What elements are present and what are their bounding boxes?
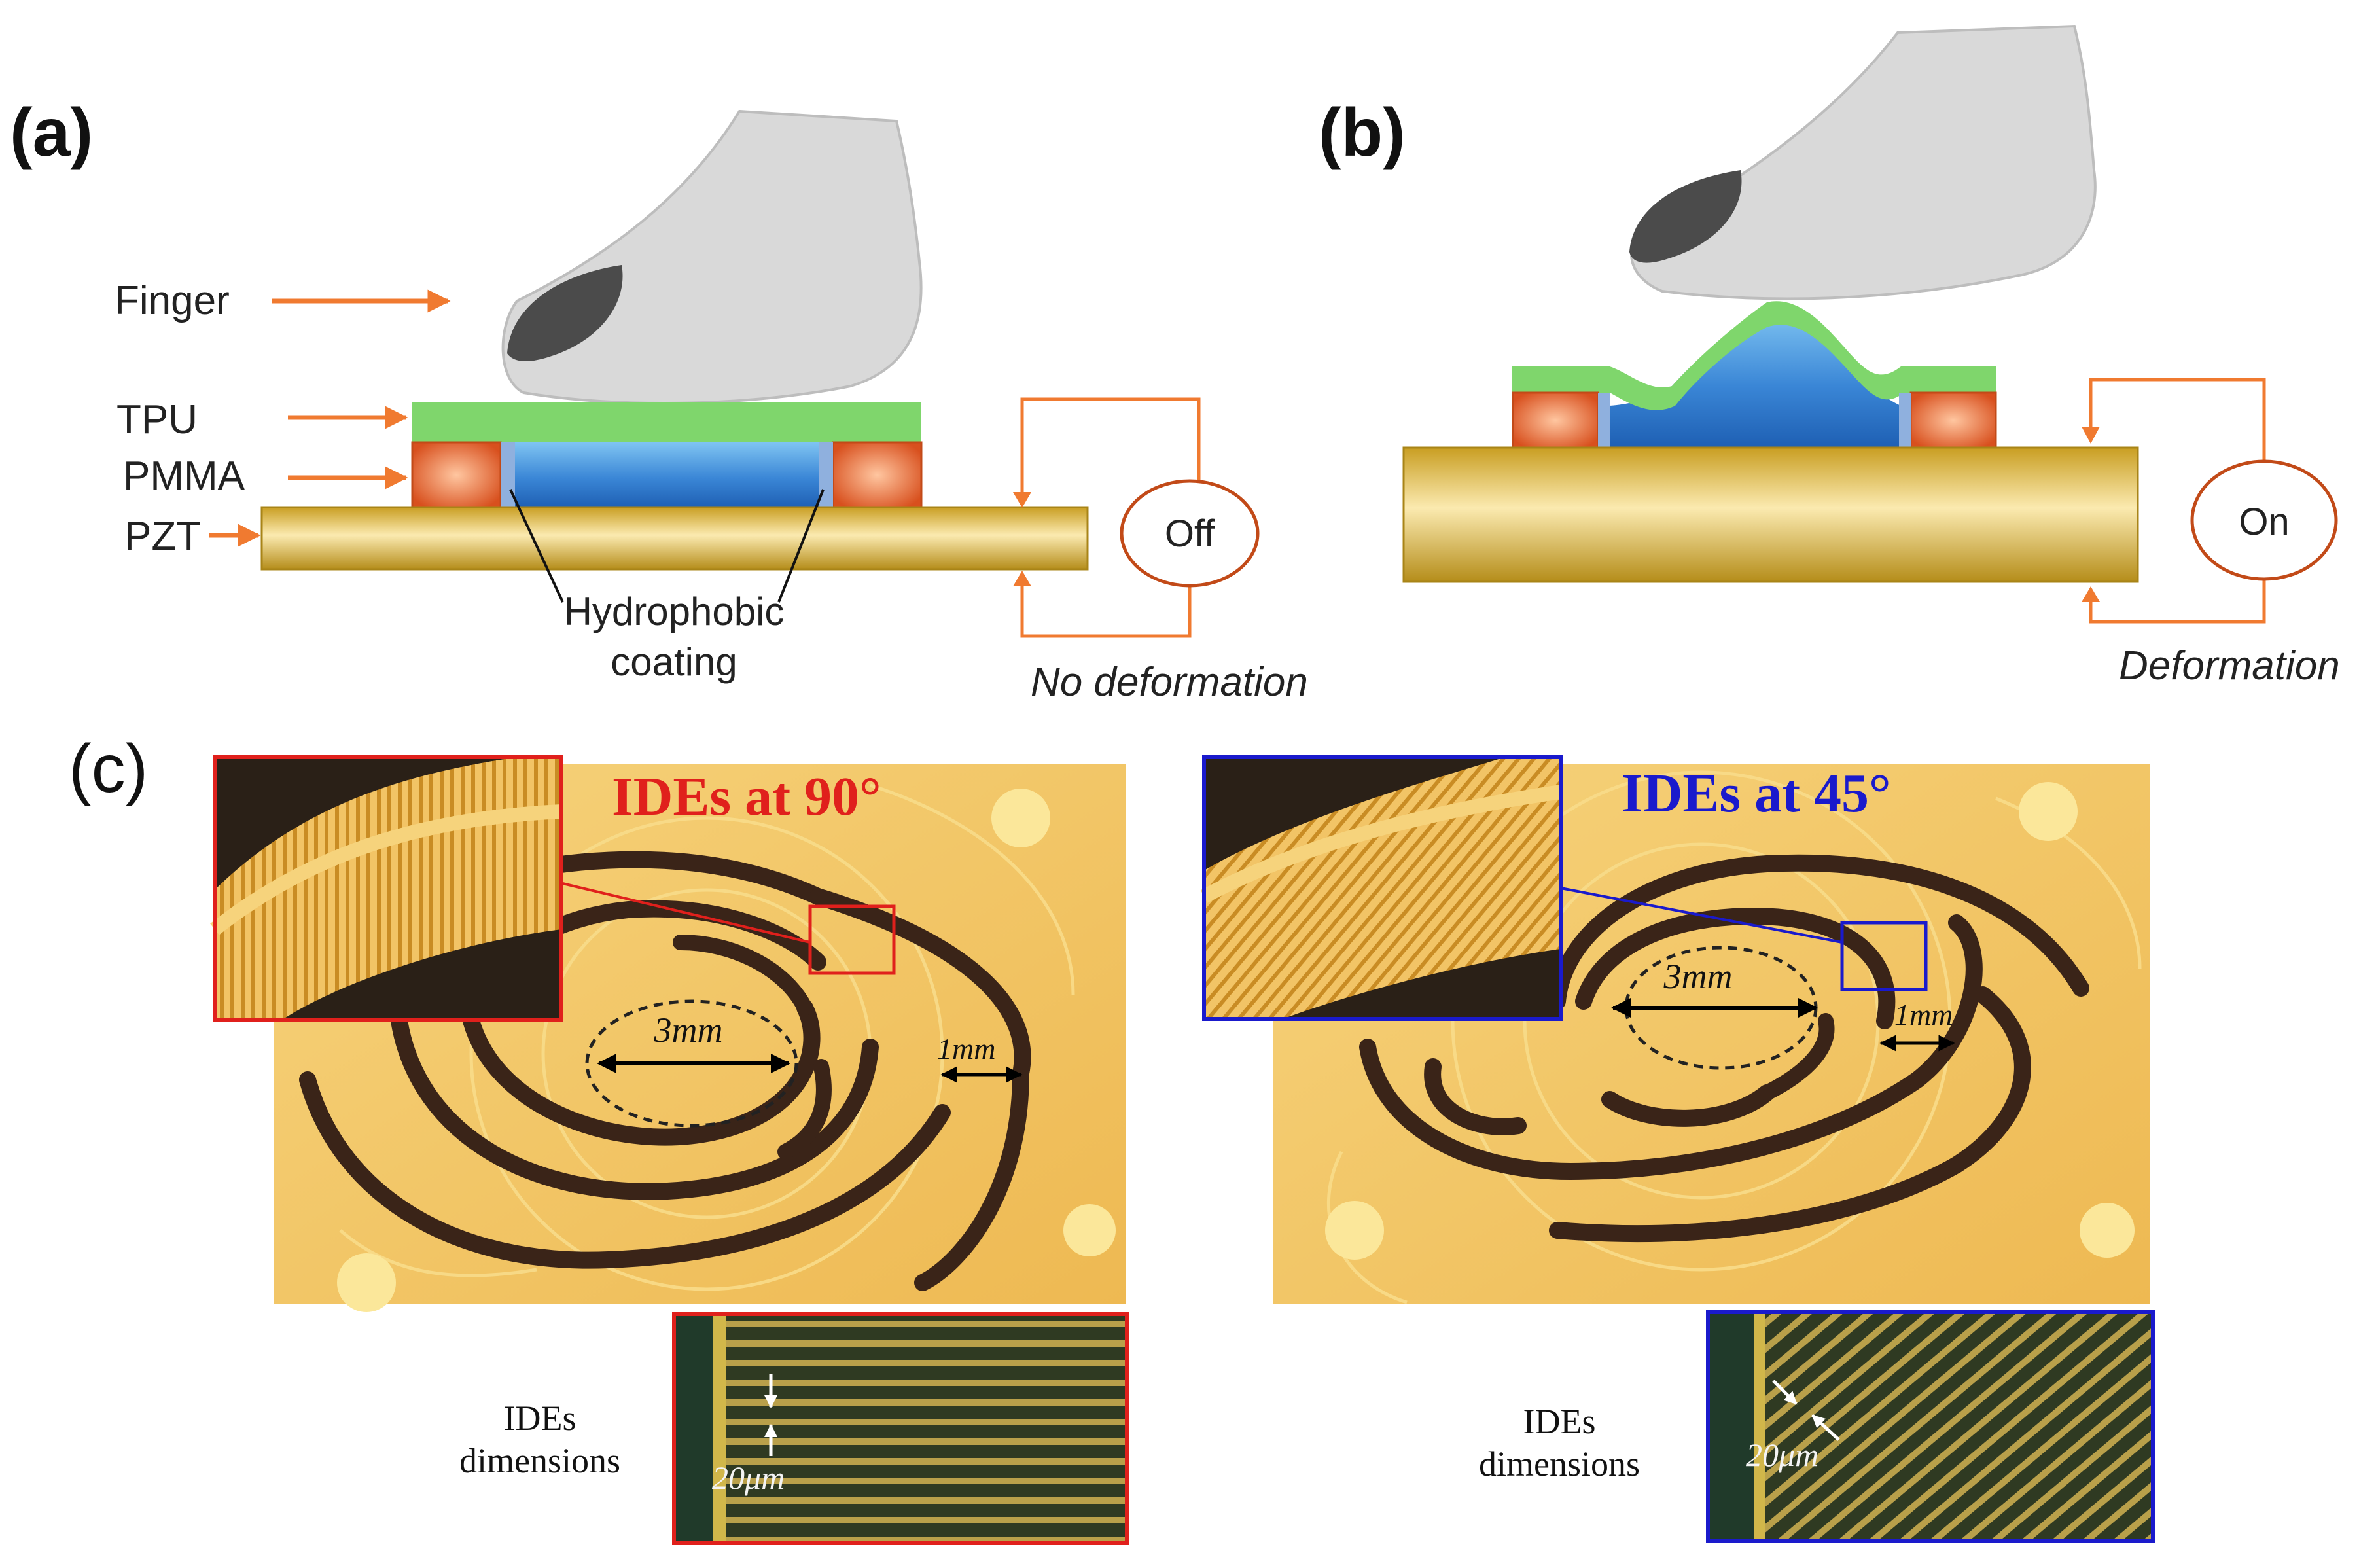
switch-off-label: Off (1165, 512, 1215, 555)
chip-90-zoom-line (562, 882, 811, 944)
chip-45-diameter-label: 3mm (1663, 957, 1733, 996)
finger-illustration-b (1629, 24, 2097, 300)
panel-a-letter: (a) (10, 95, 93, 171)
tpu-label: TPU (116, 397, 198, 442)
pmma-left-b (1512, 391, 1599, 450)
chip-45-zoom-line (1560, 887, 1843, 944)
pzt-label: PZT (124, 514, 201, 559)
switch-on (2190, 459, 2338, 581)
pmma-right-b (1909, 391, 1997, 450)
hydrophobic-wall-left (501, 442, 515, 508)
switch-on-label: On (2239, 501, 2289, 543)
hydrophobic-wall-left-b (1598, 393, 1610, 448)
deformation-caption: Deformation (2119, 643, 2340, 688)
circuit-a (1020, 397, 1201, 638)
liquid-chamber (515, 442, 819, 508)
circuit-a-arrow-top (1013, 492, 1031, 508)
panel-b: (b) On Deformation (1319, 24, 2340, 688)
chip-90-title: IDEs at 90° (612, 766, 881, 827)
hydrophobic-label-line1: Hydrophobic (564, 590, 785, 633)
panel-a: (a) Finger TPU PMMA PZT Hydrophobic coat… (10, 95, 1308, 705)
switch-off (1120, 479, 1260, 588)
circuit-b-arrow-bottom (2082, 586, 2100, 602)
pmma-right (832, 441, 923, 509)
chip-90-width-label: 1mm (937, 1032, 995, 1065)
panel-c-letter: (c) (69, 731, 148, 807)
hydrophobic-leader-right (777, 489, 825, 603)
chip-90-micro-inset (672, 1312, 1129, 1545)
tpu-layer-deformed (1512, 301, 1996, 410)
hydrophobic-wall-right-b (1899, 393, 1911, 448)
chip-45-dims-line2: dimensions (1479, 1444, 1640, 1484)
tpu-layer (412, 402, 921, 442)
hydrophobic-leader-left (509, 489, 564, 603)
chip-90-pitch-label: 20μm (712, 1459, 785, 1496)
chip-45-width-label: 1mm (1894, 998, 1953, 1031)
chip-90-center-ellipse (585, 999, 798, 1128)
circuit-b (2089, 378, 2266, 624)
pmma-label: PMMA (123, 454, 245, 499)
chip-90-diameter-label: 3mm (654, 1010, 723, 1050)
chip-90-zoom-box (808, 904, 896, 975)
pmma-left (411, 441, 502, 509)
chip-45-zoom-box (1840, 921, 1928, 991)
chip-45-dims-line1: IDEs (1523, 1402, 1596, 1441)
pzt-substrate-b (1402, 446, 2139, 583)
chip-90-dims-line1: IDEs (504, 1399, 576, 1438)
hydrophobic-label-line2: coating (611, 640, 737, 684)
chip-90-dims-line2: dimensions (459, 1441, 620, 1480)
chip-45-pitch-label: 20μm (1746, 1436, 1818, 1473)
no-deformation-caption: No deformation (1031, 660, 1308, 705)
circuit-b-arrow-top (2082, 427, 2100, 444)
chip-90: 3mm 1mm (274, 764, 1126, 1312)
chip-45-zoom-inset (1200, 755, 1563, 1021)
circuit-a-arrow-bottom (1013, 571, 1031, 586)
chip-45-title: IDEs at 45° (1622, 763, 1891, 824)
chip-90-zoom-inset (210, 755, 563, 1022)
finger-label: Finger (115, 278, 230, 323)
chip-45-micro-inset (1706, 1310, 2155, 1543)
pzt-substrate (260, 506, 1089, 571)
panel-b-letter: (b) (1319, 95, 1406, 171)
finger-illustration (501, 109, 923, 405)
